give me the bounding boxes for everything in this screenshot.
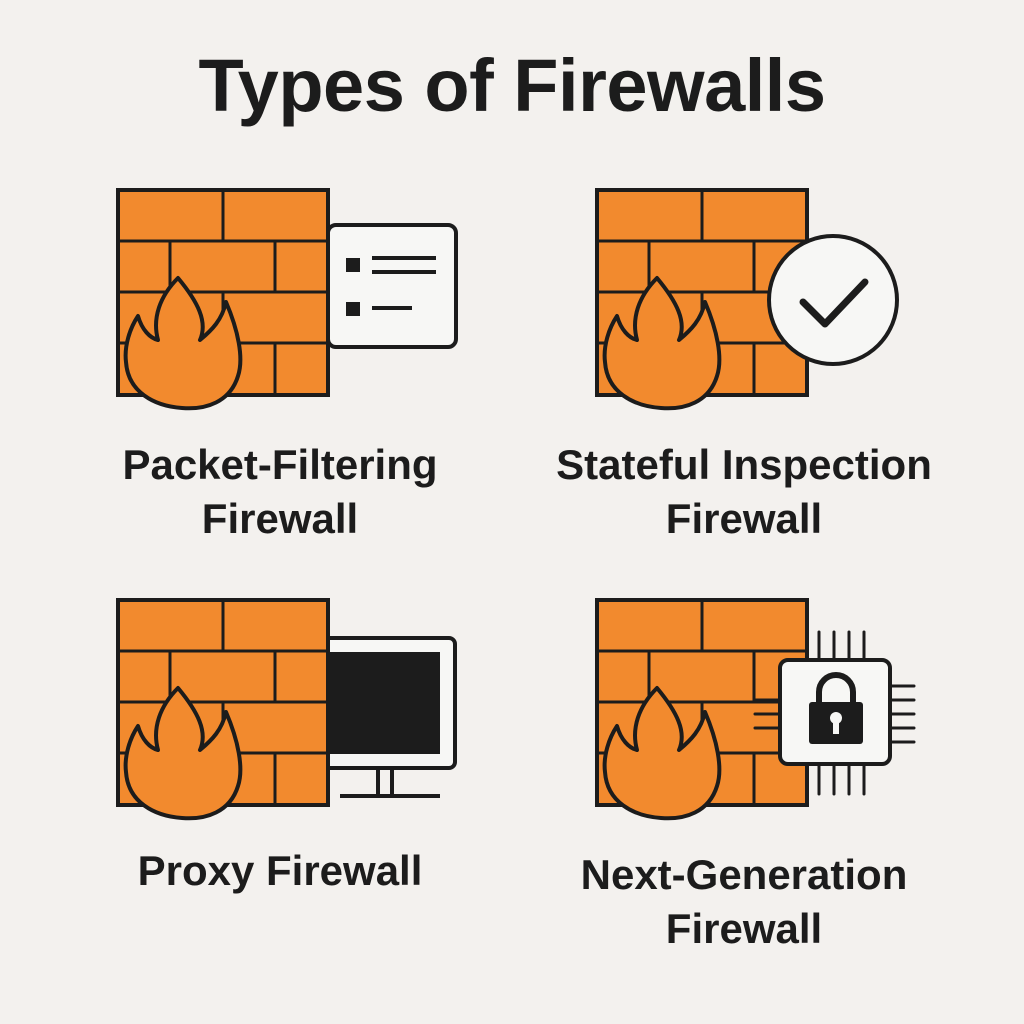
packet-filtering-label: Packet-Filtering Firewall [30, 438, 530, 546]
rules-list-icon [326, 223, 458, 349]
packet-filtering-card: Packet-Filtering Firewall [30, 180, 530, 560]
next-generation-illustration [595, 598, 916, 821]
label-line-1: Proxy Firewall [137, 847, 423, 894]
stateful-inspection-illustration [595, 188, 899, 411]
label-line-1: Packet-Filtering [122, 441, 438, 488]
flame-icon [602, 686, 722, 821]
flame-icon [123, 276, 243, 411]
label-line-1: Next-Generation [580, 851, 908, 898]
chip-lock-icon [753, 630, 916, 796]
next-generation-card: Next-Generation Firewall [494, 590, 994, 970]
label-line-2: Firewall [665, 495, 823, 542]
monitor-icon [308, 636, 457, 798]
packet-filtering-illustration [116, 188, 458, 411]
label-line-1: Stateful Inspection [556, 441, 932, 488]
stateful-inspection-card: Stateful Inspection Firewall [494, 180, 994, 560]
label-line-2: Firewall [665, 905, 823, 952]
page-title: Types of Firewalls [198, 44, 826, 127]
next-generation-label: Next-Generation Firewall [494, 848, 994, 956]
flame-icon [123, 686, 243, 821]
flame-icon [602, 276, 722, 411]
proxy-firewall-card: Proxy Firewall [30, 590, 530, 970]
checkmark-circle-icon [767, 234, 899, 366]
label-line-2: Firewall [201, 495, 359, 542]
proxy-firewall-label: Proxy Firewall [30, 844, 530, 898]
stateful-inspection-label: Stateful Inspection Firewall [494, 438, 994, 546]
proxy-firewall-illustration [116, 598, 457, 821]
